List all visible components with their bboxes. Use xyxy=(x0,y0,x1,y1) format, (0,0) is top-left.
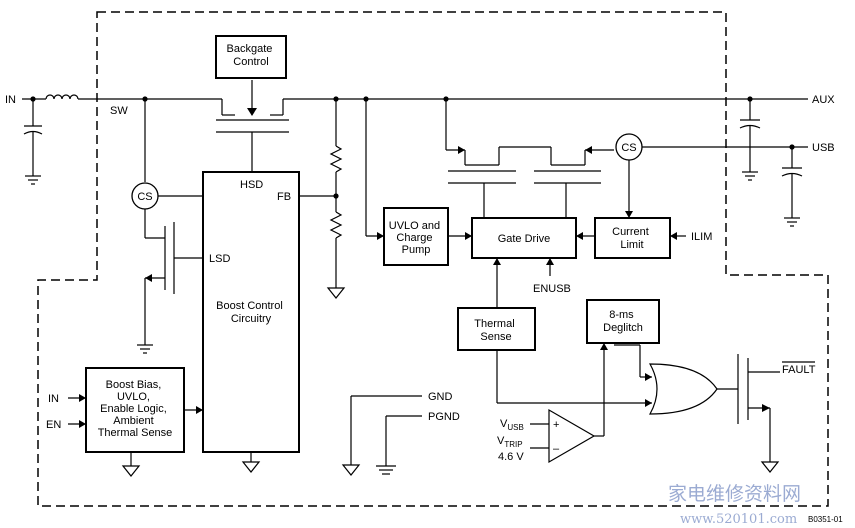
pin-usb-label: USB xyxy=(812,142,835,154)
bias-in-label: IN xyxy=(48,393,59,405)
watermark-text: 家电维修资料网 xyxy=(668,483,801,505)
gate-drive-connections xyxy=(448,232,686,308)
comparator-plus: + xyxy=(553,419,559,431)
pin-pgnd-label: PGND xyxy=(428,411,460,423)
lsd-label: LSD xyxy=(209,253,230,265)
pin-aux-label: AUX xyxy=(812,94,835,106)
uvlo-pump-title: UVLO and Charge Pump xyxy=(389,220,443,256)
hsd-label: HSD xyxy=(240,179,263,191)
thermal-sense-block xyxy=(457,307,536,351)
uvlo-pump-block xyxy=(383,207,449,266)
backgate-title: Backgate Control xyxy=(227,43,276,68)
cs-right-label: CS xyxy=(621,142,636,154)
comparator-minus: – xyxy=(553,443,560,455)
boost-control-block xyxy=(202,171,300,453)
watermark-url: www.520101.com xyxy=(680,512,797,527)
cs-left-label: CS xyxy=(137,191,152,203)
comparator xyxy=(548,408,596,464)
aux-rail xyxy=(299,96,808,299)
fb-label: FB xyxy=(277,191,291,203)
pin-in-label: IN xyxy=(5,94,16,106)
deglitch-title: 8-ms Deglitch xyxy=(603,309,643,334)
boost-bias-block xyxy=(85,367,185,453)
inductor xyxy=(45,94,79,100)
gate-drive-block xyxy=(471,217,577,259)
fault-logic xyxy=(496,343,780,473)
vusb-label: VUSB xyxy=(500,418,524,432)
deglitch-block xyxy=(586,299,660,344)
pin-fault-label: FAULT xyxy=(782,364,816,376)
figure-id: B0351-01 xyxy=(808,515,843,524)
resistor-bottom xyxy=(329,211,343,239)
pin-enusb-label: ENUSB xyxy=(533,283,571,295)
high-side-switch xyxy=(216,80,760,172)
current-limit-title: Current Limit xyxy=(612,226,652,251)
vtrip-label: VTRIP xyxy=(497,435,523,449)
resistor-top xyxy=(329,145,343,173)
pin-sw-label: SW xyxy=(110,105,128,117)
ic-boundary xyxy=(37,11,829,507)
boost-bias-title: Boost Bias, UVLO, Enable Logic, Ambient … xyxy=(98,379,173,439)
thermal-sense-title: Thermal Sense xyxy=(474,318,517,343)
bias-en-label: EN xyxy=(46,419,61,431)
sw-node xyxy=(131,99,203,354)
pin-ilim-label: ILIM xyxy=(691,231,712,243)
or-gate xyxy=(648,363,718,415)
pin-gnd-label: GND xyxy=(428,391,453,403)
usb-switches xyxy=(445,99,808,227)
gate-drive-title: Gate Drive xyxy=(498,233,551,245)
boost-control-title: Boost Control Circuitry xyxy=(216,300,286,325)
backgate-control-block xyxy=(215,35,287,79)
vtrip-value: 4.6 V xyxy=(498,451,524,463)
current-limit-block xyxy=(594,217,671,259)
bias-connections xyxy=(68,394,261,477)
ground-pins xyxy=(341,395,422,476)
